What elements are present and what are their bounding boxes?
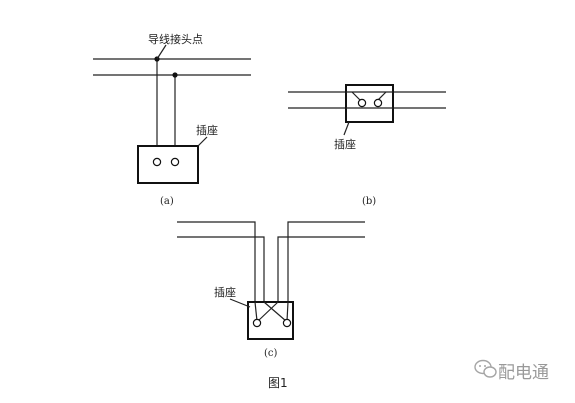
figure-c: 插座 (c) [177, 221, 365, 359]
wire-c-inner-right [277, 236, 365, 310]
stub-c-right [286, 301, 289, 322]
leader-socket-c [229, 298, 251, 308]
socket-hole-b-left [357, 98, 367, 108]
leader-socket-b [343, 121, 350, 136]
watermark: 配电通 [474, 359, 549, 383]
label-socket-b: 插座 [334, 137, 356, 151]
cross-wire-c-1 [263, 301, 287, 322]
socket-hole-a-left [152, 157, 162, 167]
caption-a: (a) [160, 196, 174, 207]
leader-joint-a [156, 44, 167, 60]
socket-hole-c-left [252, 318, 262, 328]
figure-a: 导线接头点 插座 (a) [93, 32, 251, 207]
label-socket-c: 插座 [214, 285, 236, 299]
label-joint-a: 导线接头点 [148, 32, 203, 46]
leader-socket-a [197, 136, 208, 147]
wire-c-outer-right [287, 221, 365, 310]
figure-b: 插座 (b) [288, 84, 446, 207]
wire-c-outer-left [177, 221, 256, 310]
caption-b: (b) [362, 196, 376, 207]
socket-box-b [345, 84, 394, 123]
socket-box-a [137, 145, 199, 184]
wire-c-inner-left [177, 236, 265, 310]
caption-c: (c) [264, 348, 278, 359]
cross-wire-c-2 [257, 301, 279, 322]
joint-dot-a-right [172, 72, 178, 78]
stub-c-left [254, 301, 258, 322]
wechat-logo-icon [474, 359, 497, 378]
label-socket-a: 插座 [196, 123, 218, 137]
socket-hole-b-right [373, 98, 383, 108]
figure-title: 图1 [268, 376, 288, 390]
socket-hole-a-right [170, 157, 180, 167]
watermark-text: 配电通 [498, 363, 549, 383]
socket-hole-c-right [282, 318, 292, 328]
